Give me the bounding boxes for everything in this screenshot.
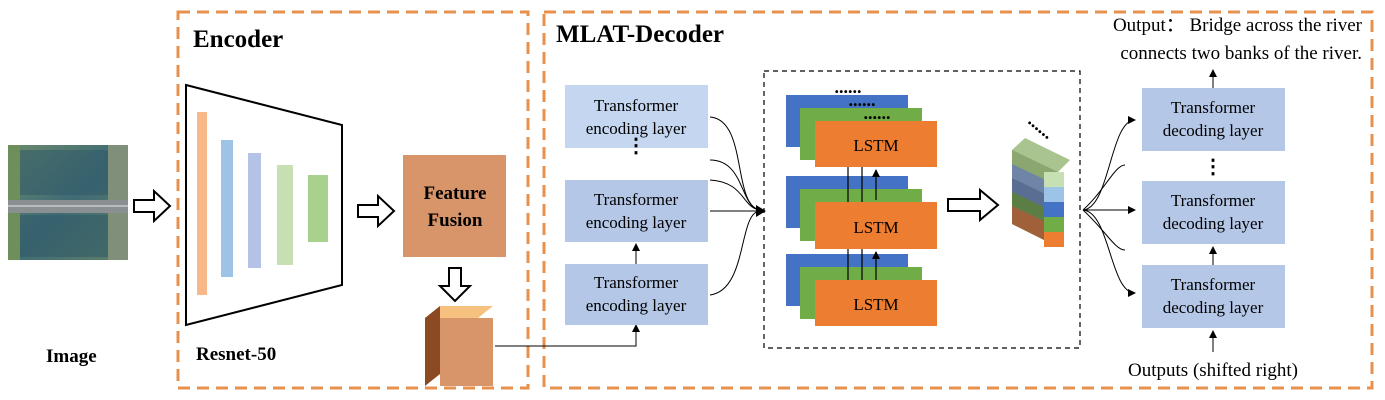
lstm-dashed-box — [763, 70, 1081, 349]
hollow-arrow-resnet-to-fusion — [357, 193, 396, 229]
tensor-dots: ...... — [1025, 110, 1059, 143]
decoding-ellipsis: ⋮ — [1203, 156, 1223, 178]
hollow-arrow-fusion-to-feature — [437, 267, 473, 303]
hollow-arrow-image-to-encoder — [133, 188, 172, 224]
tensor-to-decoding-connectors — [1082, 116, 1136, 297]
conv-block-5 — [308, 175, 328, 242]
decoder-dashed-border — [542, 10, 1374, 390]
encoder-dashed-border — [176, 10, 530, 390]
feature-to-encoding-connector — [495, 324, 640, 347]
fusion-label-line1: Feature — [424, 183, 487, 204]
decoder-title: MLAT-Decoder — [556, 21, 724, 48]
hollow-arrow-lstm-to-feature — [947, 187, 1000, 223]
lstm-label-top: LSTM — [853, 136, 898, 155]
output-caption-line2: connects two banks of the river. — [1120, 43, 1362, 64]
backbone-label: Resnet-50 — [196, 344, 276, 365]
image-label: Image — [46, 346, 97, 367]
encoding-ellipsis: ⋮ — [626, 135, 646, 157]
lstm-stack-top — [786, 95, 937, 167]
lstm-dots-2: ...... — [849, 90, 876, 110]
feature-tensor — [1012, 138, 1070, 247]
lstm-vertical-connectors — [847, 167, 880, 280]
shifted-outputs-label: Outputs (shifted right) — [1128, 360, 1298, 381]
conv-block-4 — [277, 165, 293, 265]
feature-fusion-block — [403, 155, 506, 257]
decoding-layer-top — [1142, 88, 1285, 151]
decoding-layer-bottom — [1142, 265, 1285, 328]
conv-block-2 — [221, 140, 233, 277]
lstm-dots-1: ...... — [835, 77, 862, 97]
junction-arrowhead — [756, 205, 766, 217]
decoding-layer-middle-line1: Transformer — [1171, 191, 1256, 210]
encoding-layer-top-line2: encoding layer — [586, 119, 687, 138]
decoding-layer-middle — [1142, 181, 1285, 244]
decoding-layer-middle-line2: decoding layer — [1163, 214, 1264, 233]
lstm-dots-3: ...... — [864, 103, 891, 123]
conv-block-1 — [197, 112, 207, 295]
lstm-label-middle: LSTM — [853, 218, 898, 237]
feature-cube — [425, 306, 493, 386]
encoding-layer-middle-line1: Transformer — [594, 190, 679, 209]
encoding-layer-middle-line2: encoding layer — [586, 213, 687, 232]
decoding-layer-bottom-line2: decoding layer — [1163, 298, 1264, 317]
input-satellite-image — [8, 145, 128, 260]
decoding-layer-top-line1: Transformer — [1171, 98, 1256, 117]
encoding-layer-middle — [565, 180, 708, 242]
encoding-layer-top-line1: Transformer — [594, 96, 679, 115]
encoding-layer-bottom-line1: Transformer — [594, 273, 679, 292]
encoding-layer-top — [565, 85, 708, 148]
decoding-layer-bottom-line1: Transformer — [1171, 275, 1256, 294]
lstm-label-bottom: LSTM — [853, 295, 898, 314]
encoder-title: Encoder — [193, 26, 283, 53]
output-caption-line1: Output： Bridge across the river — [1113, 15, 1363, 36]
conv-block-3 — [248, 153, 261, 268]
decoding-layer-top-line2: decoding layer — [1163, 121, 1264, 140]
lstm-stack-middle — [786, 176, 937, 249]
lstm-stack-bottom — [786, 254, 937, 326]
encoding-layer-bottom-line2: encoding layer — [586, 296, 687, 315]
fusion-label-line2: Fusion — [428, 210, 483, 231]
encoding-to-lstm-connectors — [709, 116, 761, 296]
encoding-layer-bottom — [565, 264, 708, 325]
